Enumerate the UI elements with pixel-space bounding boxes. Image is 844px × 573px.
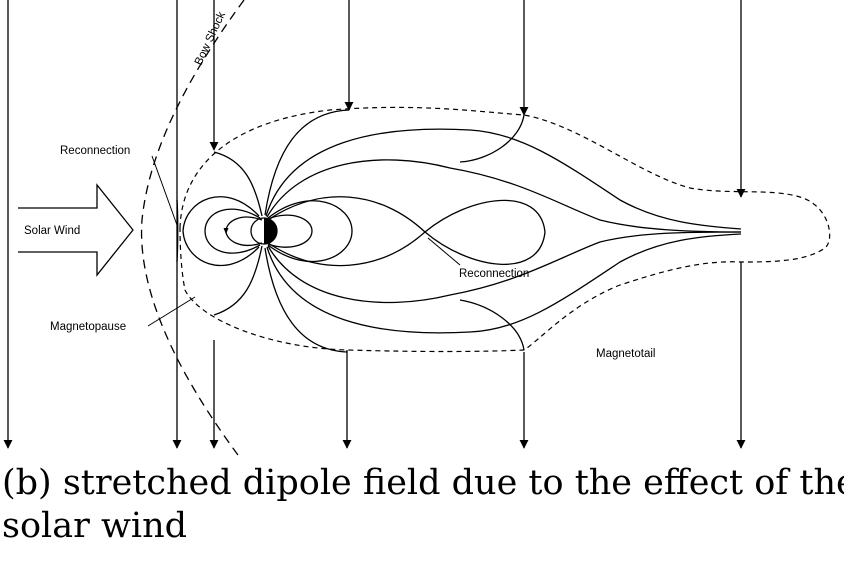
field-line <box>267 200 353 263</box>
field-line <box>204 208 261 254</box>
field-line <box>266 159 742 233</box>
magnetotail-label: Magnetotail <box>596 348 655 360</box>
imf-field-lines <box>3 0 746 449</box>
field-line <box>459 114 525 163</box>
field-line <box>267 214 313 248</box>
reconnection-tail-label: Reconnection <box>459 268 529 280</box>
closed-field-lines <box>182 196 353 266</box>
magnetosphere-diagram: Bow Shock Reconnection Solar Wind Magnet… <box>3 0 831 456</box>
reconnection-dayside-label: Reconnection <box>60 145 130 157</box>
field-line <box>176 199 179 263</box>
tail-field-lines <box>176 109 742 353</box>
field-line <box>265 128 742 230</box>
field-line <box>182 196 260 266</box>
field-line <box>459 299 525 351</box>
figure-caption: (b) stretched dipole field due to the ef… <box>2 462 844 548</box>
bow-shock-curve <box>140 0 245 456</box>
field-line <box>267 196 546 267</box>
label-pointers <box>147 155 461 327</box>
field-line <box>266 233 742 334</box>
field-line <box>213 245 263 316</box>
caption-line-1: (b) stretched dipole field due to the ef… <box>2 463 844 503</box>
field-line <box>223 216 263 246</box>
field-line <box>264 109 350 216</box>
caption-line-2: solar wind <box>2 506 188 546</box>
magnetopause-label: Magnetopause <box>50 321 126 333</box>
field-line <box>264 247 348 353</box>
earth <box>250 217 278 245</box>
solar-wind-label: Solar Wind <box>24 225 80 237</box>
bow-shock-label: Bow Shock <box>193 10 228 67</box>
field-line <box>267 231 742 304</box>
solar-wind-arrow <box>18 183 134 277</box>
field-line <box>213 151 263 217</box>
